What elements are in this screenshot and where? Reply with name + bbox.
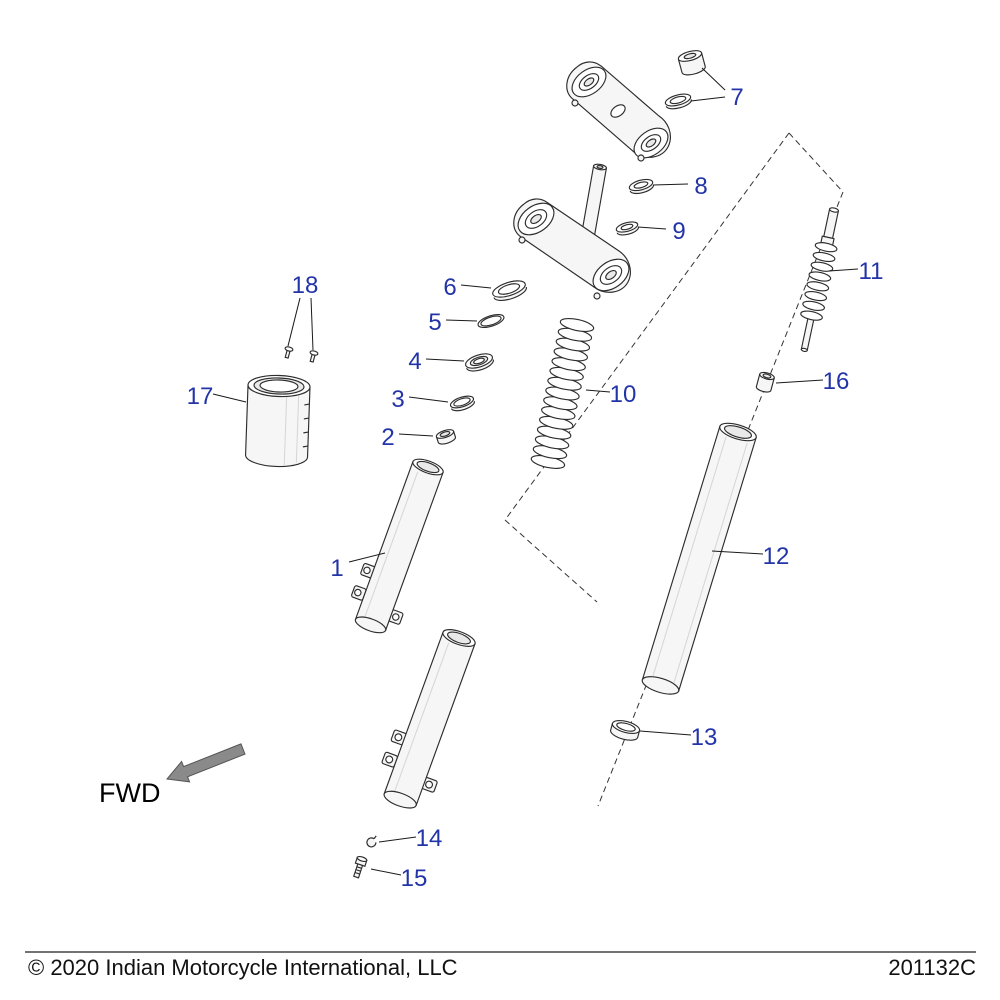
callout-11: 11 xyxy=(859,258,884,285)
clip-14 xyxy=(366,835,377,848)
callout-5: 5 xyxy=(428,309,441,336)
footer: © 2020 Indian Motorcycle International, … xyxy=(25,951,976,980)
callout-7: 7 xyxy=(730,84,743,111)
dashed-axis-top xyxy=(788,132,844,193)
callout-1: 1 xyxy=(330,555,343,582)
part-number: 201132C xyxy=(888,955,976,980)
callout-14: 14 xyxy=(416,825,443,852)
bushing-16 xyxy=(755,371,775,393)
leader-7b xyxy=(690,96,726,102)
callout-4: 4 xyxy=(408,348,421,375)
retaining-ring-5 xyxy=(477,313,505,329)
leader-6 xyxy=(460,284,492,289)
leader-15 xyxy=(370,868,402,876)
callout-3: 3 xyxy=(391,386,404,413)
fwd-indicator: FWD xyxy=(99,743,246,808)
bushing-13 xyxy=(610,719,641,741)
callout-12: 12 xyxy=(763,543,790,570)
dashed-axis-bottom xyxy=(504,519,598,603)
leader-10 xyxy=(585,389,611,393)
leader-17 xyxy=(212,393,247,403)
cover-screws xyxy=(284,346,319,363)
callout-8: 8 xyxy=(694,173,707,200)
callout-18: 18 xyxy=(292,272,319,299)
main-spring xyxy=(530,317,595,469)
washer-8 xyxy=(628,178,654,195)
leader-1 xyxy=(348,552,386,563)
callout-10: 10 xyxy=(610,381,637,408)
leader-14 xyxy=(378,836,417,843)
leader-13 xyxy=(639,730,692,736)
copyright-text: © 2020 Indian Motorcycle International, … xyxy=(28,955,458,980)
leader-7a xyxy=(701,67,726,91)
leader-12 xyxy=(711,550,764,555)
pinch-bolt xyxy=(518,236,526,244)
pinch-bolt xyxy=(593,292,601,300)
upper-triple-clamp xyxy=(566,61,671,162)
callout-16: 16 xyxy=(823,368,850,395)
leader-5 xyxy=(445,319,478,322)
leader-8 xyxy=(652,183,689,186)
callout-17: 17 xyxy=(187,383,214,410)
slider-cover xyxy=(245,374,311,468)
leader-2 xyxy=(398,433,434,437)
callout-6: 6 xyxy=(443,274,456,301)
leader-4 xyxy=(425,358,465,362)
callout-9: 9 xyxy=(672,218,685,245)
leader-9 xyxy=(637,226,667,230)
washer-9 xyxy=(615,221,639,236)
pinch-bolt xyxy=(571,99,579,107)
bolt-15 xyxy=(353,855,368,879)
leader-3 xyxy=(408,396,449,403)
callout-2: 2 xyxy=(381,424,394,451)
ring-3 xyxy=(449,395,475,412)
fwd-label: FWD xyxy=(99,778,160,808)
callouts: 1 2 3 4 5 6 7 8 9 10 11 12 13 14 15 16 1… xyxy=(187,84,884,892)
cap-washer xyxy=(664,93,692,110)
fork-tube xyxy=(641,422,757,695)
callout-13: 13 xyxy=(691,724,718,751)
cone-washer-4 xyxy=(464,353,494,372)
callout-15: 15 xyxy=(401,865,428,892)
leader-18a xyxy=(287,297,301,347)
fork-slider-lower xyxy=(381,629,476,809)
leader-16 xyxy=(775,379,824,384)
fork-slider-upper xyxy=(351,458,444,634)
fwd-arrow-icon xyxy=(166,743,246,783)
leader-18b xyxy=(310,297,314,351)
pinch-bolt xyxy=(637,154,645,162)
washer-6 xyxy=(492,280,527,301)
lower-triple-clamp-stem xyxy=(513,163,631,300)
spacer-2 xyxy=(435,429,456,445)
steering-cap-nut xyxy=(677,50,706,76)
leader-11 xyxy=(828,268,859,272)
leader-lines xyxy=(212,67,859,876)
damper-rod-assembly xyxy=(800,207,840,353)
